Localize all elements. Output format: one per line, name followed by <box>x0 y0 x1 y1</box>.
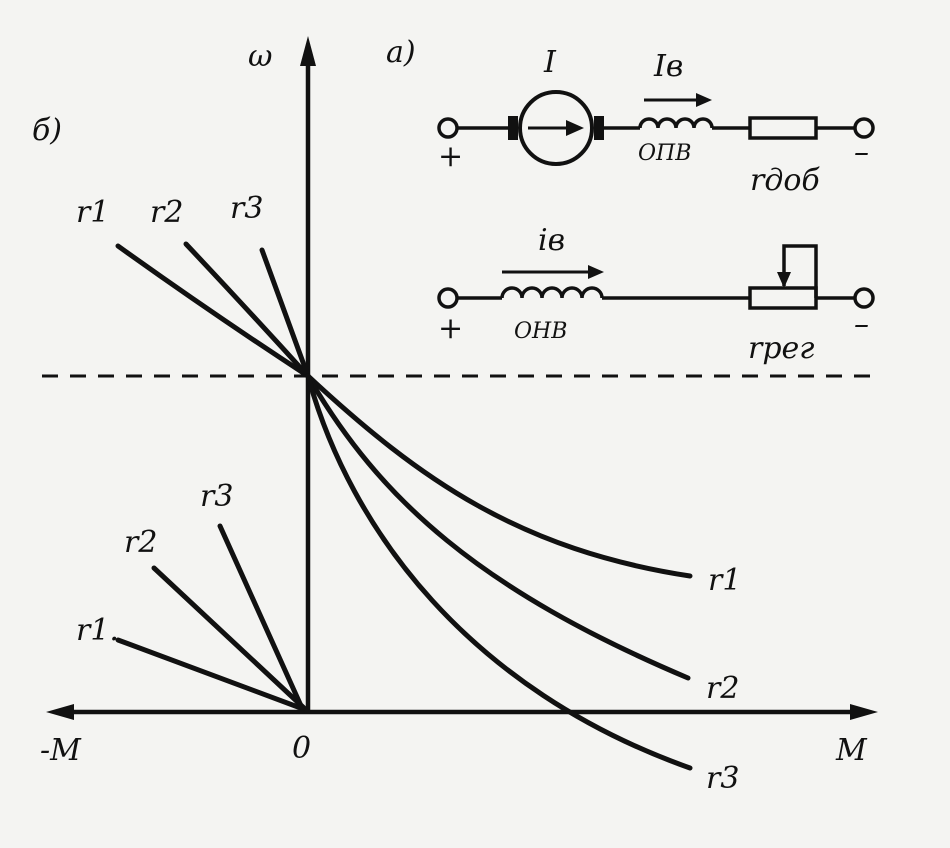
series-current-label: Iв <box>653 49 683 84</box>
top-left-terminal <box>437 117 459 139</box>
label-r2-left: r2 <box>124 525 157 560</box>
series-winding-coil <box>638 117 714 129</box>
curve-r2-right <box>305 373 691 681</box>
curve-r3-left <box>217 523 305 711</box>
top-plus-sign: + <box>438 139 463 174</box>
label-r3-upper: r3 <box>230 191 263 226</box>
top-right-terminal <box>853 117 875 139</box>
rheostat-slider-loop <box>782 244 818 298</box>
rheostat-slider-arrow <box>777 272 791 288</box>
shunt-current-arrow-head <box>588 265 604 279</box>
shunt-winding-coil <box>500 286 604 299</box>
m-axis-arrow-right <box>850 704 878 720</box>
curve-r2-left <box>151 565 307 711</box>
series-current-arrow-head <box>696 93 712 107</box>
curve-r2-upper <box>183 241 311 379</box>
panel-a-label: а) <box>386 35 416 70</box>
curve-r3-right <box>305 373 693 771</box>
bottom-plus-sign: + <box>438 311 463 346</box>
omega-axis-label: ω <box>248 39 272 74</box>
added-resistor <box>748 116 818 140</box>
shunt-winding-label: ОНВ <box>514 319 567 344</box>
m-axis-label: M <box>835 733 868 768</box>
label-r3-left: r3 <box>200 479 233 514</box>
label-r1-upper: r1 <box>76 195 109 230</box>
label-r1-right: r1 <box>708 563 741 598</box>
bottom-left-terminal <box>437 287 459 309</box>
curve-r3-upper <box>259 247 311 379</box>
regulating-resistor-label: rрег <box>748 331 814 366</box>
top-minus-sign: – <box>854 135 869 170</box>
shunt-current-label: iв <box>538 223 565 258</box>
armature-circle <box>518 90 594 166</box>
curve-r1-right <box>305 373 693 579</box>
panel-b-label: б) <box>32 113 62 148</box>
curve-r1-left <box>115 637 309 713</box>
bottom-right-terminal <box>853 287 875 309</box>
neg-m-axis-label: -M <box>40 733 82 768</box>
added-resistor-label: rдоб <box>750 163 820 198</box>
origin-label: 0 <box>292 731 311 766</box>
series-winding-label: ОПВ <box>638 141 691 166</box>
label-r2-upper: r2 <box>150 195 183 230</box>
armature-label: I <box>543 45 557 80</box>
armature-arrow-head <box>566 120 584 136</box>
bottom-minus-sign: – <box>854 307 869 342</box>
m-axis-arrow-left <box>46 704 74 720</box>
regulating-resistor <box>748 286 818 310</box>
label-r3-right: r3 <box>706 761 739 796</box>
armature-brush-left <box>508 116 518 140</box>
curve-r1-upper <box>115 243 311 379</box>
label-r2-right: r2 <box>706 671 739 706</box>
armature-brush-right <box>594 116 604 140</box>
omega-axis-arrow <box>300 36 316 66</box>
label-r1-left: r1. <box>76 613 119 648</box>
